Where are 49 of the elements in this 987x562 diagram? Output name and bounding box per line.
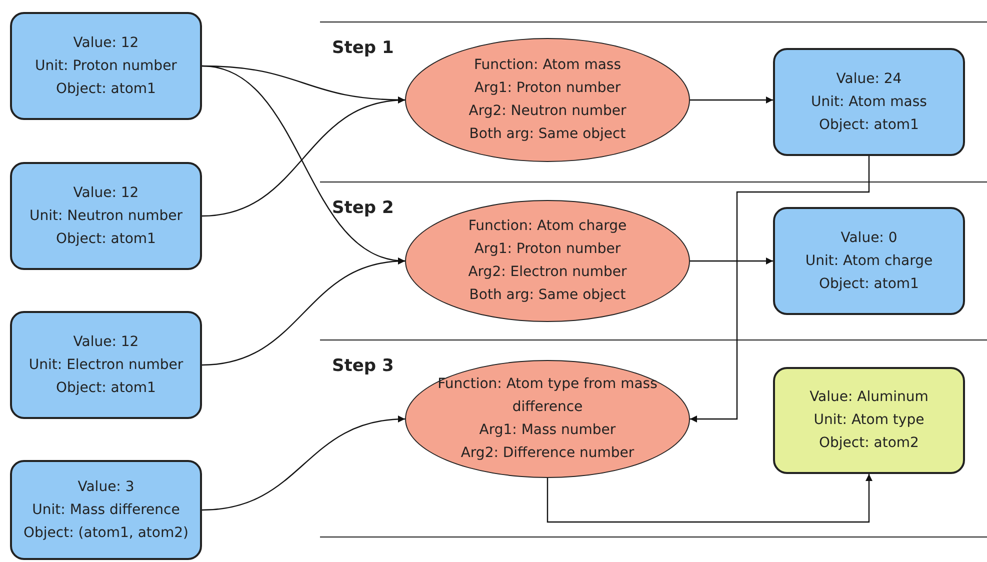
arrow [202,416,406,511]
node-text: Unit: Atom mass [811,92,927,112]
node-text: Arg2: Neutron number [468,102,626,121]
arrow [690,156,870,422]
node-text: Object: atom1 [819,274,919,294]
arrow [690,96,773,104]
node-text: Arg2: Difference number [460,444,634,463]
step-label: Step 1 [332,38,394,58]
node-text: Object: (atom1, atom2) [24,524,188,542]
node-text: Unit: Atom charge [805,252,933,270]
node-text: Unit: Atom type [814,411,924,430]
node-text: Value: 24 [836,70,902,88]
node-text: Function: Atom type from mass difference [436,375,658,417]
node-text: Object: atom1 [819,116,919,134]
value-box [10,12,202,120]
node-text: Function: Atom charge [468,217,627,236]
node-text: Arg1: Mass number [479,421,616,440]
node-text: Unit: Electron number [28,356,184,374]
node-text: Object: atom1 [56,80,156,98]
node-text: Unit: Mass difference [32,500,180,520]
value-box [773,48,965,156]
node-text: Both arg: Same object [469,286,626,305]
value-box [10,460,202,560]
node-text: Arg1: Proton number [474,240,621,259]
node-text: Both arg: Same object [469,125,626,144]
arrow [202,258,406,366]
arrow [202,97,406,217]
node-text: Value: 3 [78,478,134,496]
node-text: Object: atom2 [819,434,919,453]
node-text: Value: 12 [73,332,139,352]
node-text: Value: 12 [73,184,139,202]
node-text: Arg1: Proton number [474,79,621,98]
value-box [10,162,202,270]
value-box [773,367,965,474]
node-text: Unit: Neutron number [29,206,183,226]
step-label: Step 2 [332,198,394,218]
node-text: Value: 12 [73,34,139,52]
node-text: Object: atom1 [56,378,156,398]
arrow [546,474,872,523]
node-text: Value: Aluminum [810,388,928,407]
step-label: Step 3 [332,356,394,376]
node-text: Object: atom1 [56,230,156,248]
node-text: Unit: Proton number [35,56,177,76]
value-box [10,311,202,419]
node-text: Function: Atom mass [474,56,621,75]
value-box [773,207,965,315]
node-text: Value: 0 [840,228,898,248]
node-text: Arg2: Electron number [468,263,627,282]
arrow [690,258,773,264]
